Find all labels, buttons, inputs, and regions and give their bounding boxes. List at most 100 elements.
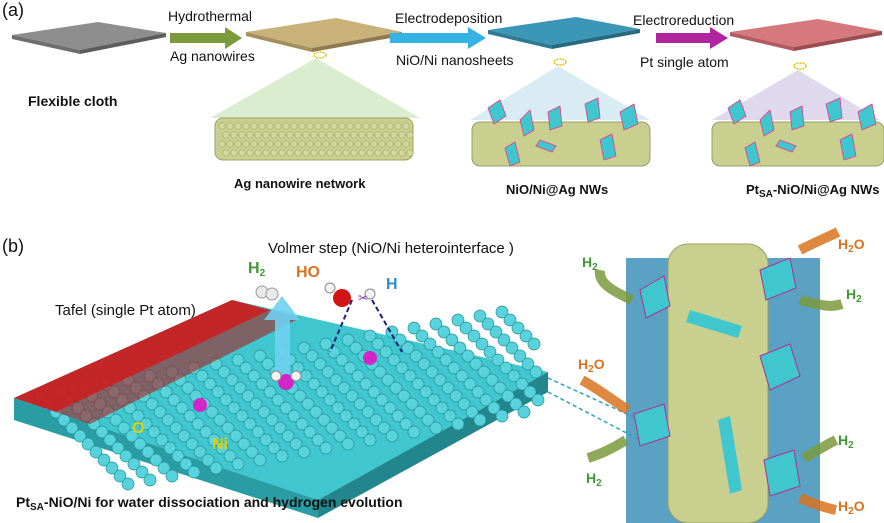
ag-atom: [314, 122, 322, 130]
h2-top-label: H2: [248, 260, 265, 279]
ag-atom: [218, 122, 226, 130]
atom: [221, 421, 235, 435]
atom: [339, 409, 353, 423]
h2o-3-o: O: [853, 498, 865, 514]
atom: [211, 385, 225, 399]
atom: [463, 377, 477, 391]
atom: [437, 325, 451, 339]
atom: [141, 445, 155, 459]
atom: [237, 437, 251, 451]
ag-atom: [314, 140, 322, 148]
ag-atom: [254, 131, 262, 139]
atom: [389, 381, 403, 395]
atom: [409, 349, 423, 363]
atom: [275, 449, 289, 463]
atom: [143, 473, 157, 487]
ag-atom: [250, 122, 258, 130]
atom: [305, 349, 319, 363]
atom: [367, 385, 381, 399]
ag-atom: [394, 140, 402, 148]
o-label: O: [132, 420, 145, 437]
ag-atom: [386, 122, 394, 130]
atom: [317, 413, 331, 427]
atom: [373, 365, 387, 379]
atom: [217, 365, 231, 379]
flexible-cloth-label: Flexible cloth: [28, 93, 118, 109]
atom: [423, 337, 437, 351]
atom: [295, 417, 309, 431]
ag-atom: [234, 140, 242, 148]
atom: [385, 429, 399, 443]
atom: [223, 449, 237, 463]
h2-arrow-2: [798, 295, 844, 311]
atom: [515, 377, 529, 391]
atom: [157, 461, 171, 475]
atom: [203, 377, 217, 391]
atom: [467, 329, 481, 343]
ag-atom: [358, 149, 366, 157]
atom: [225, 373, 239, 387]
atom: [245, 445, 259, 459]
atom: [531, 393, 545, 407]
h2-label-2: H2: [846, 286, 862, 305]
atom: [349, 341, 363, 355]
ag-atom: [370, 122, 378, 130]
atom: [465, 405, 479, 419]
atom: [247, 369, 261, 383]
atom: [379, 345, 393, 359]
atom: [455, 369, 469, 383]
h2o-arrow-2: [579, 375, 631, 415]
atom: [449, 389, 463, 403]
nio-nanowire-label: NiO/Ni@Ag NWs: [506, 182, 609, 197]
atom: [451, 417, 465, 431]
h2-label-1: H2: [582, 254, 598, 273]
ag-atom: [402, 122, 410, 130]
ag-atom: [318, 149, 326, 157]
h2-3-sub: 2: [596, 478, 602, 489]
step-1-top: Hydrothermal: [168, 8, 253, 24]
ag-atom: [398, 131, 406, 139]
ag-atom: [266, 122, 274, 130]
atom: [401, 341, 415, 355]
h2o-label-1: H2O: [838, 236, 865, 255]
atom: [181, 381, 195, 395]
atom: [281, 429, 295, 443]
atom: [161, 413, 175, 427]
atom: [131, 409, 145, 423]
atom: [369, 413, 383, 427]
atom: [229, 429, 243, 443]
atom: [227, 401, 241, 415]
atom: [177, 429, 191, 443]
atom: [273, 421, 287, 435]
ag-atom: [274, 122, 282, 130]
atom: [451, 313, 465, 327]
ag-atom: [354, 140, 362, 148]
h2-4-sub: 2: [848, 440, 854, 451]
atom: [313, 357, 327, 371]
atom: [155, 433, 169, 447]
atom: [487, 401, 501, 415]
ag-atom: [278, 149, 286, 157]
step-3-bottom: Pt single atom: [640, 54, 729, 70]
ag-atom: [222, 149, 230, 157]
ag-atom: [270, 149, 278, 157]
h2-top-h: H: [248, 260, 260, 277]
atom: [133, 437, 147, 451]
h2o-2-o: O: [593, 356, 605, 372]
atom: [111, 441, 125, 455]
ag-atom: [258, 122, 266, 130]
atom: [503, 313, 517, 327]
atom: [127, 457, 141, 471]
h2-4-h: H: [838, 432, 849, 448]
ag-atom: [310, 149, 318, 157]
atom: [303, 425, 317, 439]
hydrothermal-arrow: [170, 27, 242, 49]
atom: [325, 421, 339, 435]
atom: [113, 469, 127, 483]
atom: [355, 425, 369, 439]
ag-atom: [322, 140, 330, 148]
caption-sub: SA: [30, 502, 44, 513]
atom: [417, 357, 431, 371]
atom: [471, 385, 485, 399]
